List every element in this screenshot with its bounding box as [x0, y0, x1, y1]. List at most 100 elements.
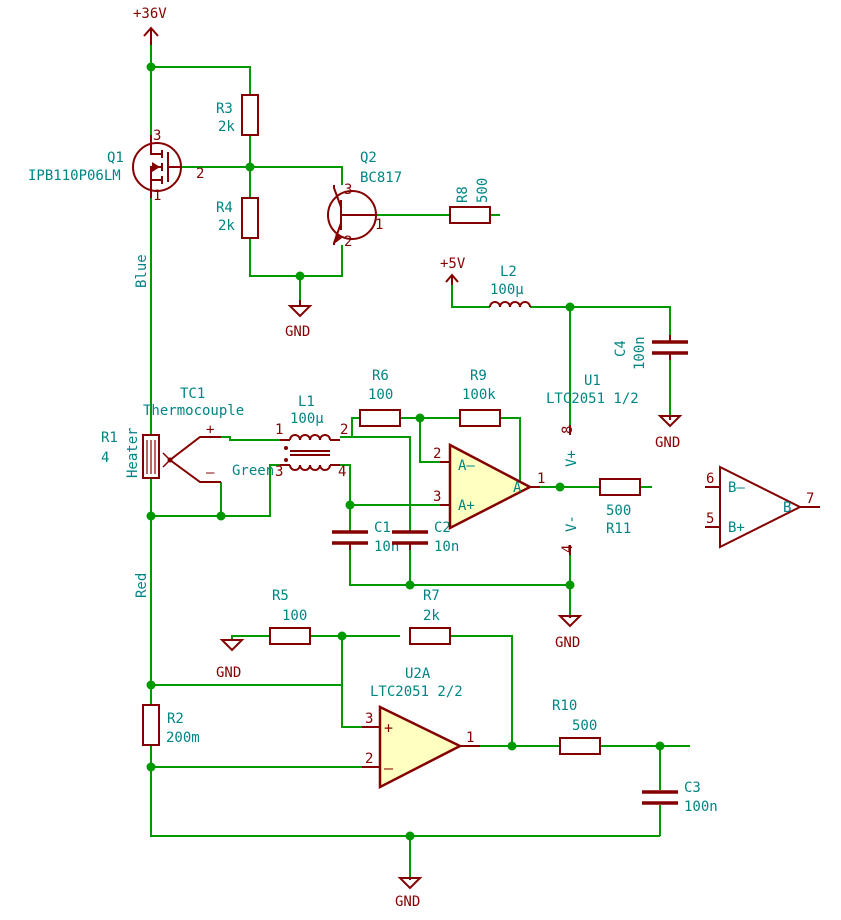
svg-text:A: A [513, 480, 522, 496]
junctions [146, 62, 665, 841]
svg-text:B: B [783, 500, 791, 516]
svg-text:LTC2051 1/2: LTC2051 1/2 [546, 391, 639, 407]
r1-heater: R1 4 Heater [101, 427, 160, 479]
svg-text:2: 2 [433, 446, 441, 462]
svg-text:100n: 100n [632, 336, 648, 370]
v5-label: +5V [440, 256, 466, 272]
l1-common-mode-choke: 1 2 3 4 L1 100µ [275, 394, 348, 480]
net-red: Red [134, 573, 150, 598]
svg-text:R4: R4 [216, 200, 233, 216]
svg-text:8: 8 [560, 426, 576, 434]
svg-text:C2: C2 [434, 520, 451, 536]
svg-text:2: 2 [344, 234, 352, 250]
svg-text:L1: L1 [298, 394, 315, 410]
svg-text:3: 3 [344, 182, 352, 198]
svg-text:+: + [384, 719, 393, 737]
svg-text:1: 1 [537, 471, 545, 487]
svg-text:C1: C1 [374, 520, 391, 536]
svg-text:GND: GND [285, 324, 310, 340]
net-green: Green [232, 463, 274, 479]
u2a-opamp: 3 2 1 + – U2A LTC2051 2/2 [362, 666, 480, 790]
svg-text:GND: GND [216, 665, 241, 681]
c3-capacitor: C3 100n [642, 780, 718, 815]
svg-text:4: 4 [101, 450, 109, 466]
svg-text:3: 3 [153, 128, 161, 144]
svg-text:100: 100 [368, 387, 393, 403]
svg-text:A–: A– [458, 458, 475, 474]
svg-text:6: 6 [706, 471, 714, 487]
power-5v: +5V [440, 256, 466, 285]
c4-capacitor: C4 100n [613, 335, 688, 370]
power-36v: +36V [133, 6, 167, 45]
svg-text:1: 1 [275, 422, 283, 438]
svg-text:5: 5 [706, 511, 714, 527]
c2-capacitor: C2 10n [392, 520, 459, 555]
c1-capacitor: C1 10n [332, 520, 399, 555]
r9-resistor: R9 100k [459, 368, 501, 427]
svg-text:Thermocouple: Thermocouple [143, 403, 244, 419]
r5-resistor: R5 100 [269, 588, 311, 645]
svg-text:1: 1 [375, 217, 383, 233]
tc1-thermocouple: + – TC1 Thermocouple [143, 386, 244, 483]
svg-text:500: 500 [572, 718, 597, 734]
v36-label: +36V [133, 6, 167, 22]
svg-text:LTC2051 2/2: LTC2051 2/2 [370, 684, 463, 700]
u1-opamp-b: 6 5 7 B– B+ B [705, 465, 820, 549]
r6-resistor: R6 100 [359, 368, 401, 427]
svg-text:100n: 100n [684, 799, 718, 815]
svg-text:R2: R2 [167, 711, 184, 727]
heater-label: Heater [125, 427, 141, 478]
svg-text:1: 1 [466, 730, 474, 746]
svg-text:100µ: 100µ [290, 411, 324, 427]
gnd-q2: GND [285, 300, 313, 340]
svg-text:A+: A+ [458, 498, 475, 514]
svg-text:B+: B+ [728, 520, 745, 536]
r7-resistor: R7 2k [409, 588, 451, 645]
svg-text:L2: L2 [500, 264, 517, 280]
svg-text:BC817: BC817 [360, 170, 402, 186]
r4-resistor: R4 2k [216, 197, 259, 239]
q1-value: IPB110P06LM [28, 168, 121, 184]
svg-text:R10: R10 [552, 698, 577, 714]
r11-resistor: 500 R11 [599, 478, 641, 537]
svg-text:V-: V- [564, 515, 580, 532]
svg-text:C3: C3 [684, 780, 701, 796]
svg-text:–: – [384, 759, 394, 777]
svg-text:2: 2 [340, 422, 348, 438]
svg-text:R3: R3 [216, 101, 233, 117]
r8-resistor: R8 500 [449, 178, 491, 224]
svg-text:200m: 200m [166, 730, 200, 746]
svg-text:2: 2 [196, 166, 204, 182]
r2-resistor: R2 200m [142, 704, 200, 746]
gnd-c4: GND [655, 415, 683, 451]
svg-text:2k: 2k [218, 218, 235, 234]
svg-text:4: 4 [560, 545, 576, 553]
svg-text:R6: R6 [372, 368, 389, 384]
svg-text:GND: GND [655, 435, 680, 451]
svg-text:2k: 2k [423, 608, 440, 624]
svg-text:C4: C4 [613, 340, 629, 357]
svg-text:100: 100 [282, 608, 307, 624]
svg-text:R9: R9 [470, 368, 487, 384]
svg-text:2: 2 [365, 751, 373, 767]
svg-text:–: – [206, 465, 215, 481]
svg-text:R8: R8 [455, 186, 471, 203]
svg-text:R5: R5 [272, 588, 289, 604]
svg-text:1: 1 [153, 188, 161, 204]
svg-text:2k: 2k [218, 119, 235, 135]
svg-text:3: 3 [365, 711, 373, 727]
svg-text:B–: B– [728, 480, 745, 496]
net-blue: Blue [134, 254, 150, 288]
svg-text:500: 500 [606, 503, 631, 519]
gnd-r5: GND [216, 639, 245, 681]
svg-text:U2A: U2A [405, 666, 431, 682]
svg-text:10n: 10n [434, 539, 459, 555]
svg-text:R7: R7 [423, 588, 440, 604]
wires [150, 45, 690, 880]
svg-text:GND: GND [555, 635, 580, 651]
r3-resistor: R3 2k [216, 94, 259, 136]
svg-text:3: 3 [433, 489, 441, 505]
q1-mosfet: 3 1 2 Q1 IPB110P06LM [28, 128, 204, 204]
r10-resistor: R10 500 [552, 698, 601, 755]
